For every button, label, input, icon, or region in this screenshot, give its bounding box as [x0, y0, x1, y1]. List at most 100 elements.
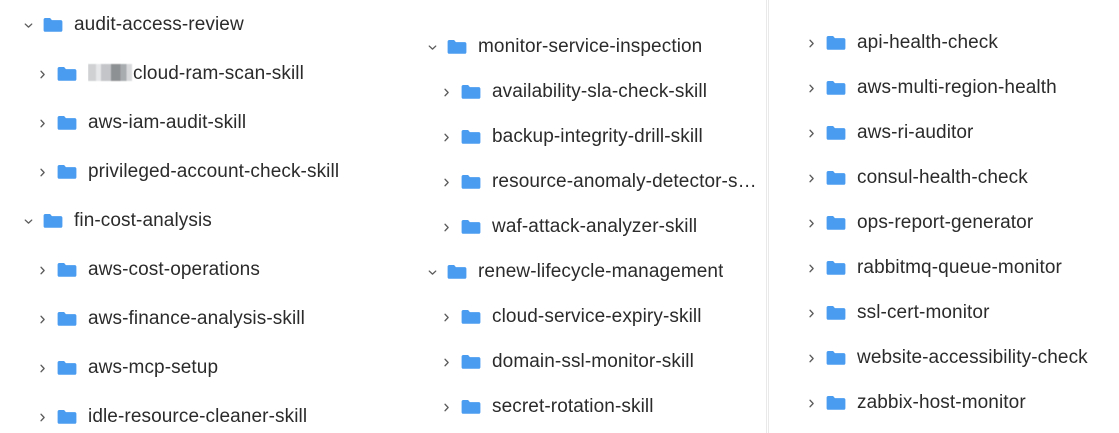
chevron-right-icon[interactable] [34, 360, 50, 376]
chevron-down-icon[interactable] [20, 213, 36, 229]
folder-icon [825, 34, 847, 52]
tree-column-2: monitor-service-inspection availability-s… [404, 0, 769, 433]
tree-item-monitor-service-inspection[interactable]: monitor-service-inspection [404, 32, 702, 62]
tree-item-domain-ssl-monitor-skill[interactable]: domain-ssl-monitor-skill [404, 347, 694, 377]
tree-item-label: idle-resource-cleaner-skill [88, 406, 308, 427]
folder-icon [825, 214, 847, 232]
chevron-right-icon[interactable] [803, 35, 819, 51]
tree-item-audit-access-review[interactable]: audit-access-review [0, 10, 244, 40]
tree-item-aws-multi-region-health[interactable]: aws-multi-region-health [769, 73, 1057, 103]
folder-icon [825, 349, 847, 367]
folder-icon [42, 16, 64, 34]
chevron-right-icon[interactable] [34, 409, 50, 425]
chevron-right-icon[interactable] [803, 80, 819, 96]
chevron-right-icon[interactable] [438, 354, 454, 370]
folder-icon [460, 83, 482, 101]
folder-icon [460, 353, 482, 371]
folder-icon [56, 114, 78, 132]
tree-column-1: audit-access-review cloud-ram-scan-skill a… [0, 0, 400, 433]
folder-icon [460, 398, 482, 416]
chevron-right-icon[interactable] [438, 309, 454, 325]
tree-item-rabbitmq-queue-monitor[interactable]: rabbitmq-queue-monitor [769, 253, 1062, 283]
tree-item-ops-report-generator[interactable]: ops-report-generator [769, 208, 1033, 238]
chevron-right-icon[interactable] [803, 170, 819, 186]
tree-item-label: aws-multi-region-health [857, 77, 1057, 98]
tree-indent-guide-column-3 [768, 0, 769, 433]
folder-icon [446, 38, 468, 56]
tree-item-aws-cost-operations[interactable]: aws-cost-operations [0, 255, 260, 285]
tree-item-label: fin-cost-analysis [74, 210, 212, 231]
tree-item-label: aws-cost-operations [88, 259, 260, 280]
tree-item-aws-iam-audit-skill[interactable]: aws-iam-audit-skill [0, 108, 246, 138]
folder-icon [56, 65, 78, 83]
chevron-right-icon[interactable] [438, 399, 454, 415]
tree-item-label: cloud-ram-scan-skill [88, 63, 304, 85]
folder-icon [825, 304, 847, 322]
chevron-right-icon[interactable] [803, 395, 819, 411]
tree-item-label: availability-sla-check-skill [492, 81, 708, 102]
folder-icon [460, 128, 482, 146]
tree-item-availability-sla-check-skill[interactable]: availability-sla-check-skill [404, 77, 707, 107]
tree-item-label: aws-iam-audit-skill [88, 112, 247, 133]
tree-item-label: backup-integrity-drill-skill [492, 126, 703, 147]
tree-item-label: resource-anomaly-detector-s… [492, 171, 757, 192]
folder-icon [825, 394, 847, 412]
chevron-right-icon[interactable] [34, 66, 50, 82]
chevron-down-icon[interactable] [424, 264, 440, 280]
tree-item-waf-attack-analyzer-skill[interactable]: waf-attack-analyzer-skill [404, 212, 697, 242]
tree-item-renew-lifecycle-management[interactable]: renew-lifecycle-management [404, 257, 723, 287]
chevron-right-icon[interactable] [803, 215, 819, 231]
chevron-right-icon[interactable] [34, 311, 50, 327]
chevron-right-icon[interactable] [34, 115, 50, 131]
folder-icon [825, 124, 847, 142]
tree-indent-guide-column-2 [766, 0, 767, 433]
folder-icon [56, 163, 78, 181]
tree-item-cloud-service-expiry-skill[interactable]: cloud-service-expiry-skill [404, 302, 702, 332]
folder-icon [825, 79, 847, 97]
chevron-down-icon[interactable] [424, 39, 440, 55]
chevron-right-icon[interactable] [803, 125, 819, 141]
tree-item-label: aws-mcp-setup [88, 357, 219, 378]
chevron-right-icon[interactable] [438, 129, 454, 145]
chevron-down-icon[interactable] [20, 17, 36, 33]
chevron-right-icon[interactable] [803, 260, 819, 276]
chevron-right-icon[interactable] [438, 84, 454, 100]
tree-item-backup-integrity-drill-skill[interactable]: backup-integrity-drill-skill [404, 122, 703, 152]
tree-item-label: ssl-cert-monitor [857, 302, 990, 323]
chevron-right-icon[interactable] [803, 305, 819, 321]
tree-item-label: ops-report-generator [857, 212, 1034, 233]
tree-item-ssl-cert-monitor[interactable]: ssl-cert-monitor [769, 298, 990, 328]
tree-item-consul-health-check[interactable]: consul-health-check [769, 163, 1028, 193]
tree-item-website-accessibility-check[interactable]: website-accessibility-check [769, 343, 1088, 373]
chevron-right-icon[interactable] [34, 164, 50, 180]
folder-icon [56, 359, 78, 377]
tree-item-label: secret-rotation-skill [492, 396, 654, 417]
folder-icon [56, 310, 78, 328]
folder-icon [825, 169, 847, 187]
tree-item-privileged-account-check-skill[interactable]: privileged-account-check-skill [0, 157, 339, 187]
chevron-right-icon[interactable] [803, 350, 819, 366]
folder-icon [460, 308, 482, 326]
tree-item-secret-rotation-skill[interactable]: secret-rotation-skill [404, 392, 654, 422]
tree-item-label: rabbitmq-queue-monitor [857, 257, 1062, 278]
tree-item-aws-finance-analysis-skill[interactable]: aws-finance-analysis-skill [0, 304, 305, 334]
folder-icon [460, 173, 482, 191]
tree-item-label: cloud-service-expiry-skill [492, 306, 702, 327]
tree-item-aws-ri-auditor[interactable]: aws-ri-auditor [769, 118, 974, 148]
tree-item-resource-anomaly-detector-s[interactable]: resource-anomaly-detector-s… [404, 167, 757, 197]
tree-item-label: api-health-check [857, 32, 999, 53]
tree-item-label-text: cloud-ram-scan-skill [133, 63, 304, 84]
tree-item-label: website-accessibility-check [857, 347, 1088, 368]
tree-item-api-health-check[interactable]: api-health-check [769, 28, 998, 58]
tree-item-zabbix-host-monitor[interactable]: zabbix-host-monitor [769, 388, 1026, 418]
tree-item-cloud-ram-scan-skill[interactable]: cloud-ram-scan-skill [0, 59, 304, 89]
chevron-right-icon[interactable] [438, 219, 454, 235]
tree-item-fin-cost-analysis[interactable]: fin-cost-analysis [0, 206, 212, 236]
tree-item-idle-resource-cleaner-skill[interactable]: idle-resource-cleaner-skill [0, 402, 307, 432]
chevron-right-icon[interactable] [438, 174, 454, 190]
tree-item-label: domain-ssl-monitor-skill [492, 351, 694, 372]
folder-icon [42, 212, 64, 230]
chevron-right-icon[interactable] [34, 262, 50, 278]
folder-icon [446, 263, 468, 281]
tree-item-aws-mcp-setup[interactable]: aws-mcp-setup [0, 353, 218, 383]
